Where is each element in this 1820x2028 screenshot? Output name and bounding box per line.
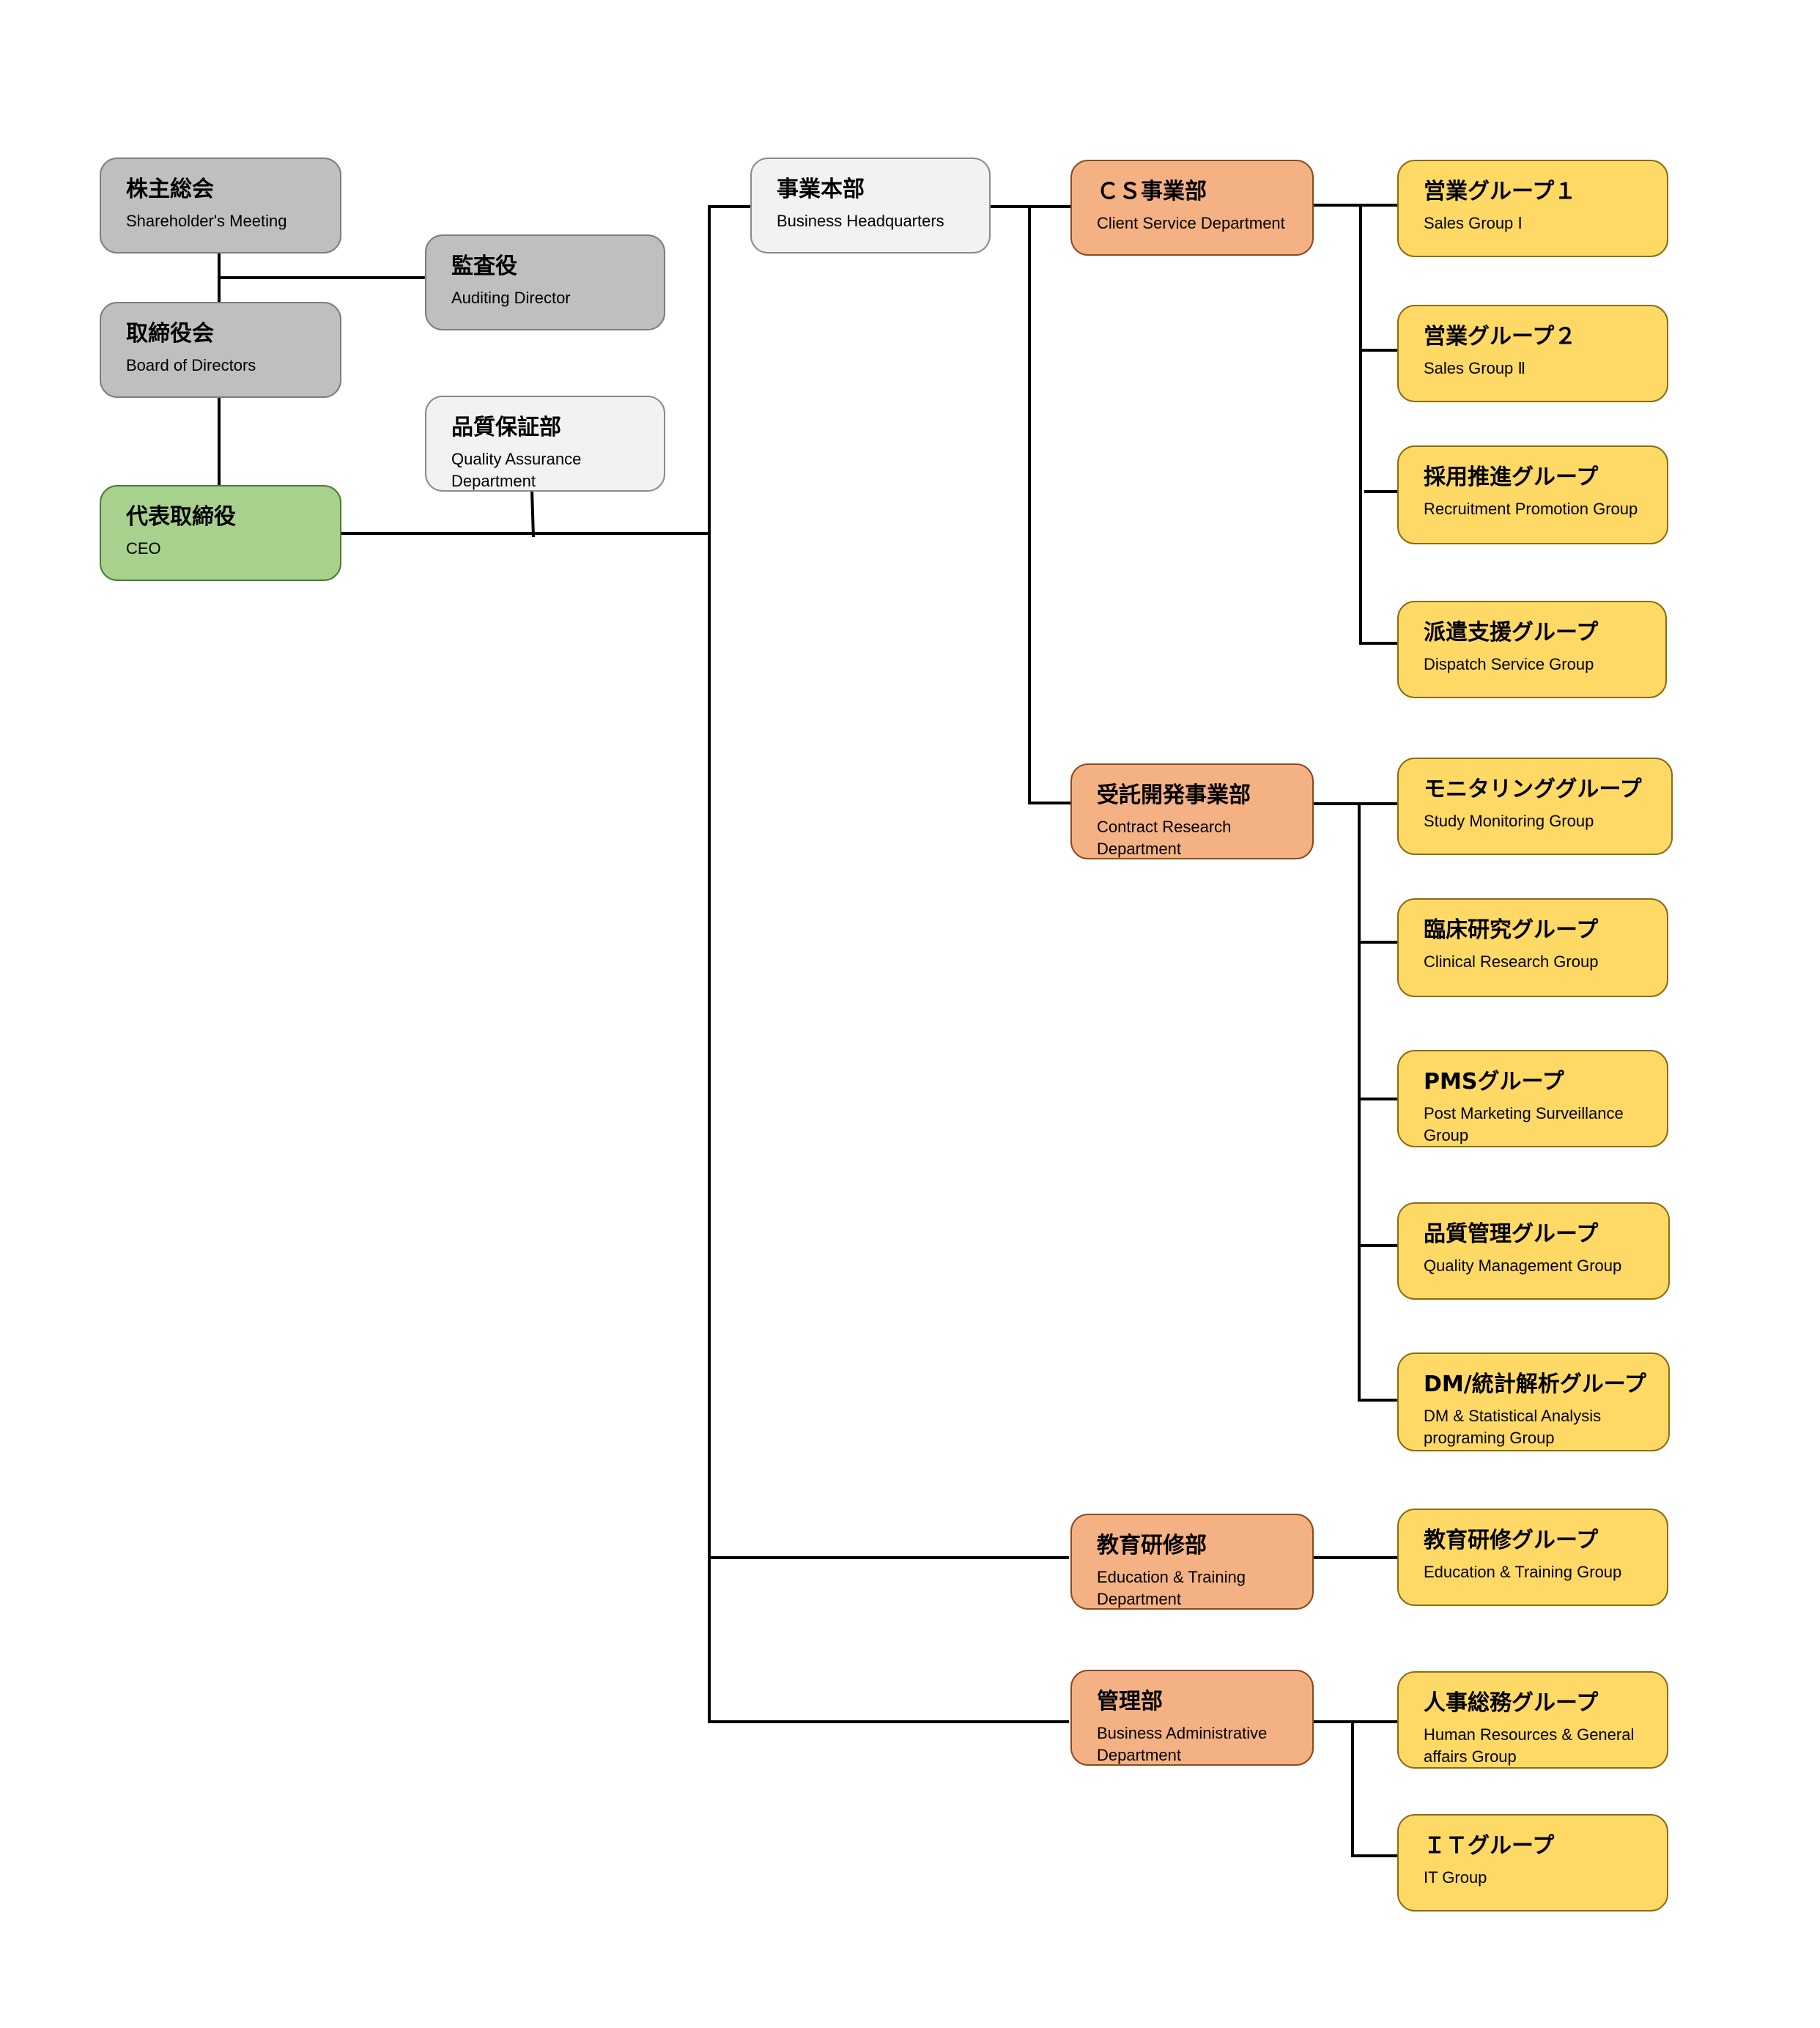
- node-title: ＣＳ事業部: [1097, 179, 1207, 204]
- node-business-headquarters: 事業本部 Business Headquarters: [750, 158, 991, 253]
- node-title: 監査役: [451, 253, 517, 279]
- node-subtitle: Board of Directors: [126, 356, 256, 374]
- node-subtitle: Business Headquarters: [777, 212, 944, 230]
- node-quality-management-group: 品質管理グループ Quality Management Group: [1397, 1202, 1670, 1300]
- node-subtitle: Business Administrative Department: [1097, 1724, 1268, 1764]
- node-subtitle: Clinical Research Group: [1424, 952, 1599, 971]
- node-title: 品質保証部: [451, 415, 561, 440]
- node-subtitle: Post Marketing Surveillance Group: [1424, 1104, 1624, 1144]
- node-cs-department: ＣＳ事業部 Client Service Department: [1070, 160, 1314, 256]
- node-contract-research-department: 受託開発事業部 Contract Research Department: [1070, 763, 1314, 859]
- node-title: 受託開発事業部: [1097, 782, 1251, 808]
- node-title: 人事総務グループ: [1424, 1690, 1599, 1716]
- node-subtitle: Human Resources & General affairs Group: [1424, 1725, 1635, 1766]
- node-human-resources-group: 人事総務グループ Human Resources & General affai…: [1397, 1671, 1668, 1769]
- node-subtitle: IT Group: [1424, 1868, 1487, 1887]
- node-subtitle: Recruitment Promotion Group: [1424, 500, 1638, 518]
- node-dispatch-service-group: 派遣支援グループ Dispatch Service Group: [1397, 601, 1667, 698]
- node-subtitle: Contract Research Department: [1097, 818, 1232, 858]
- node-title: 採用推進グループ: [1424, 465, 1599, 490]
- node-study-monitoring-group: モニタリンググループ Study Monitoring Group: [1397, 758, 1673, 855]
- node-subtitle: DM & Statistical Analysis programing Gro…: [1424, 1407, 1602, 1447]
- node-subtitle: Shareholder's Meeting: [126, 212, 287, 230]
- node-shareholders-meeting: 株主総会 Shareholder's Meeting: [100, 158, 341, 253]
- node-title: 管理部: [1097, 1689, 1163, 1714]
- node-title: 事業本部: [777, 177, 865, 202]
- node-subtitle: Quality Assurance Department: [451, 450, 582, 490]
- node-title: 派遣支援グループ: [1424, 620, 1599, 645]
- node-ceo: 代表取締役 CEO: [100, 485, 341, 581]
- node-pms-group: PMSグループ Post Marketing Surveillance Grou…: [1397, 1050, 1668, 1147]
- node-subtitle: Auditing Director: [451, 289, 571, 307]
- node-title: 営業グループ２: [1424, 324, 1577, 349]
- node-quality-assurance: 品質保証部 Quality Assurance Department: [425, 396, 665, 492]
- node-clinical-research-group: 臨床研究グループ Clinical Research Group: [1397, 898, 1668, 997]
- node-sales-group-2: 営業グループ２ Sales Group Ⅱ: [1397, 305, 1668, 402]
- node-title: 代表取締役: [126, 504, 236, 530]
- node-title: 教育研修部: [1097, 1533, 1207, 1558]
- node-title: 品質管理グループ: [1424, 1221, 1599, 1247]
- node-it-group: ＩＴグループ IT Group: [1397, 1814, 1668, 1912]
- node-business-administrative-department: 管理部 Business Administrative Department: [1070, 1670, 1314, 1766]
- node-board-of-directors: 取締役会 Board of Directors: [100, 302, 341, 398]
- node-education-training-department: 教育研修部 Education & Training Department: [1070, 1514, 1314, 1610]
- node-subtitle: Education & Training Department: [1097, 1568, 1246, 1608]
- node-subtitle: Quality Management Group: [1424, 1257, 1622, 1275]
- node-sales-group-1: 営業グループ１ Sales Group Ⅰ: [1397, 160, 1668, 257]
- node-subtitle: Dispatch Service Group: [1424, 655, 1594, 673]
- node-title: 教育研修グループ: [1424, 1528, 1599, 1553]
- node-recruitment-promotion-group: 採用推進グループ Recruitment Promotion Group: [1397, 445, 1668, 544]
- node-subtitle: Sales Group Ⅱ: [1424, 359, 1526, 377]
- node-title: 臨床研究グループ: [1424, 917, 1599, 943]
- node-education-training-group: 教育研修グループ Education & Training Group: [1397, 1509, 1668, 1606]
- node-auditing-director: 監査役 Auditing Director: [425, 234, 665, 330]
- node-dm-statistical-analysis-group: DM/統計解析グループ DM & Statistical Analysis pr…: [1397, 1352, 1670, 1451]
- node-title: 取締役会: [126, 321, 214, 347]
- node-title: DM/統計解析グループ: [1424, 1372, 1646, 1397]
- node-title: モニタリンググループ: [1424, 777, 1642, 802]
- node-title: 営業グループ１: [1424, 179, 1577, 204]
- connector-quality-assurance: [530, 490, 535, 538]
- node-subtitle: CEO: [126, 539, 161, 558]
- node-subtitle: Education & Training Group: [1424, 1563, 1622, 1581]
- node-subtitle: Client Service Department: [1097, 214, 1285, 232]
- node-subtitle: Study Monitoring Group: [1424, 812, 1594, 830]
- node-title: ＩＴグループ: [1424, 1833, 1555, 1859]
- node-title: PMSグループ: [1424, 1069, 1564, 1095]
- node-title: 株主総会: [126, 177, 214, 202]
- node-subtitle: Sales Group Ⅰ: [1424, 214, 1523, 232]
